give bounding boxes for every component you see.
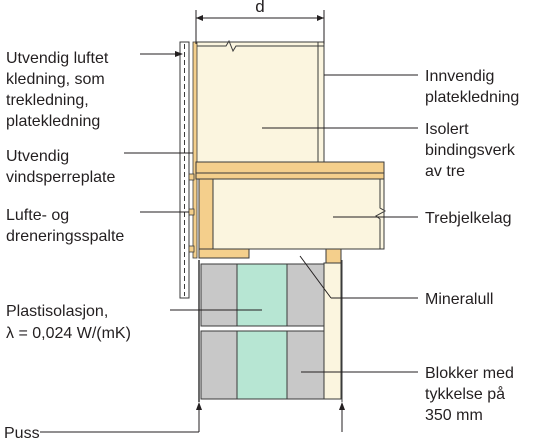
arrow-plaster <box>196 402 202 410</box>
label-line: platekledning <box>425 89 519 106</box>
label-plaster: Puss <box>4 425 40 441</box>
label-wind-barrier: Utvendig vindsperreplate <box>6 148 116 186</box>
top-plate-beam <box>195 161 385 175</box>
label-joist-layer: Trebjelkelag <box>425 210 512 227</box>
label-line: Innvendig <box>425 68 494 85</box>
label-line: tykkelse på <box>425 385 505 403</box>
label-outer-cladding: Utvendig luftet kledning, som treklednin… <box>6 50 113 130</box>
label-line: av tre <box>425 163 465 180</box>
label-line: Plastisolasjon, <box>6 303 108 320</box>
label-line: dreneringsspalte <box>6 228 124 245</box>
label-line: trekledning, <box>6 92 89 109</box>
label-air-gap: Lufte- og dreneringsspalte <box>6 207 124 245</box>
fastener <box>188 208 195 216</box>
break-mark-top <box>196 39 324 53</box>
fastener <box>188 245 195 253</box>
label-line: Utvendig luftet <box>6 50 109 67</box>
arrow-outer-cladding <box>175 51 183 57</box>
label-line: Isolert <box>425 121 469 138</box>
dimension-arrow-right <box>317 15 324 21</box>
outer-cladding <box>179 41 190 299</box>
rim-joist <box>198 178 214 250</box>
dimension-arrow-left <box>196 15 203 21</box>
label-mineral-wool: Mineralull <box>425 291 493 308</box>
label-line: 350 mm <box>425 407 483 424</box>
label-inner-cladding: Innvendig platekledning <box>425 68 519 106</box>
fastener <box>188 173 195 181</box>
label-line: λ = 0,024 W/(mK) <box>6 325 131 342</box>
label-plastic-insulation: Plastisolasjon, λ = 0,024 W/(mK) <box>6 303 131 342</box>
label-insulated-frame: Isolert bindingsverk av tre <box>425 121 519 180</box>
insulated-frame-wall <box>195 41 325 163</box>
label-line: Utvendig <box>6 148 69 165</box>
dimension-label: d <box>255 0 264 16</box>
label-blocks: Blokker med tykkelse på 350 mm <box>425 365 518 424</box>
label-line: Blokker med <box>425 365 514 382</box>
arrow-plaster-inner <box>339 402 345 410</box>
leader-mineral-wool-diag <box>299 255 332 299</box>
wind-barrier-plate <box>192 41 198 259</box>
label-line: vindsperreplate <box>6 169 116 186</box>
joist-layer <box>212 178 385 250</box>
plastic-insulation-upper <box>236 263 288 327</box>
label-line: bindingsverk <box>425 142 516 159</box>
break-mark-joist <box>375 179 386 249</box>
label-line: Lufte- og <box>6 207 69 224</box>
top-plate-beam-small <box>195 172 385 180</box>
sole-plate-right <box>325 248 342 264</box>
mineral-wool-strip <box>323 262 342 400</box>
plastic-insulation-lower <box>236 330 288 400</box>
label-line: kledning, som <box>6 71 105 88</box>
sole-plate <box>198 248 250 259</box>
label-line: platekledning <box>6 113 100 130</box>
